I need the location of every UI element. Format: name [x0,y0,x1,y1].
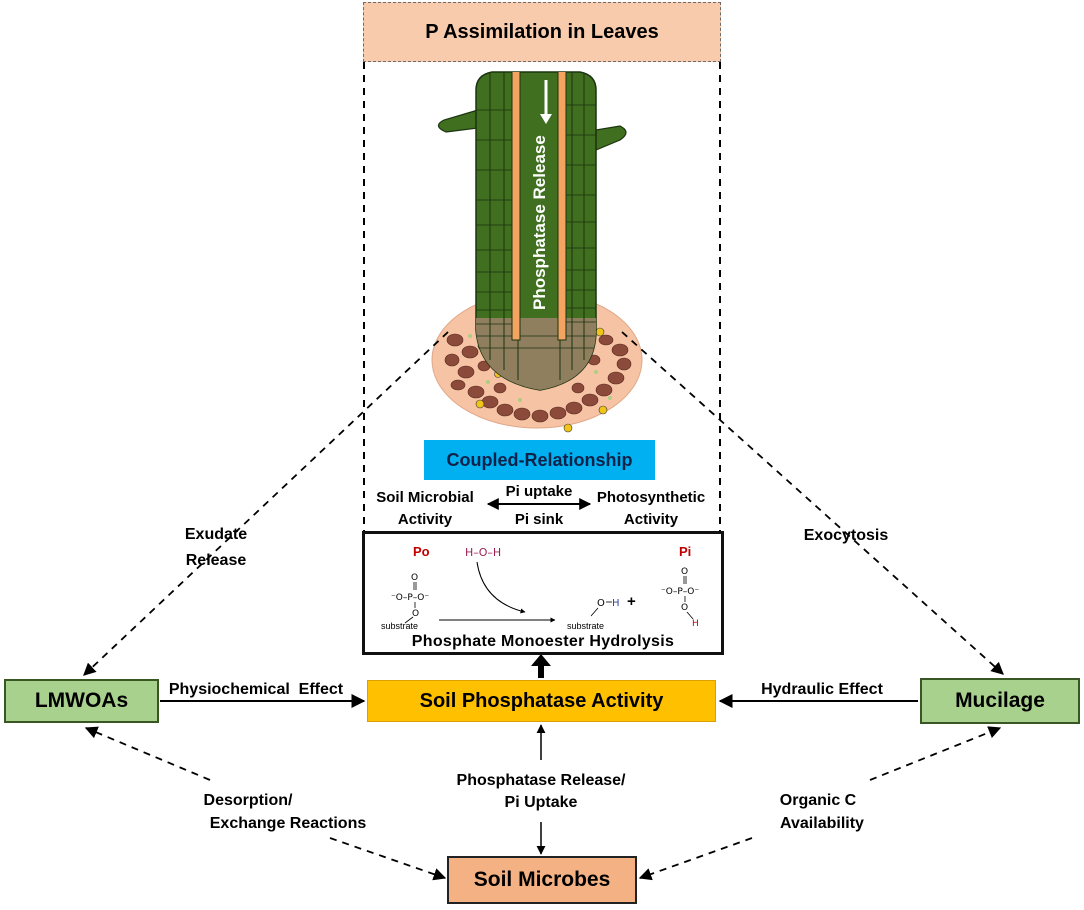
hydraulic-label: Hydraulic Effect [761,681,883,698]
exocytosis-label: Exocytosis [804,527,889,544]
svg-text:O: O [411,573,418,583]
product-alcohol: O H [590,598,620,617]
release-uptake-line2: Pi Uptake [505,794,578,811]
svg-text:O: O [681,567,688,577]
pi-label: Pi [679,544,691,559]
reaction-diagram: Po O ⁻O–P–O⁻ O substrate H–O–H O H subst… [381,544,699,650]
release-uptake-line1: Phosphatase Release/ [457,772,627,789]
edge-organic-lower [638,837,753,881]
svg-text:O: O [412,609,419,619]
edge-organic-upper [869,726,1002,781]
node-soil-phosphatase-activity: Soil Phosphatase Activity [367,680,716,722]
svg-text:H: H [692,619,699,629]
exudate-line2: Release [186,552,247,569]
svg-text:⁻O–P–O⁻: ⁻O–P–O⁻ [391,593,429,603]
svg-text:O: O [597,598,605,609]
coupled-left-line2: Activity [398,511,453,528]
coupled-relationship-label: Coupled-Relationship [424,440,655,480]
water-molecule: H–O–H [465,546,501,559]
svg-text:H: H [612,598,620,609]
reaction-caption: Phosphate Monoester Hydrolysis [412,633,674,650]
po-structure: O ⁻O–P–O⁻ O [391,573,429,624]
water-curve-arrow [476,561,526,614]
coupled-left-line1: Soil Microbial [376,489,474,506]
header-p-assimilation: P Assimilation in Leaves [363,2,721,62]
desorption-line2: Exchange Reactions [210,815,367,832]
exudate-line1: Exudate [185,526,247,543]
edge-exudate-release [83,331,449,676]
organic-line1: Organic C [780,792,857,809]
edge-desorption-lower [329,837,447,881]
root-illustration [437,71,627,391]
po-label: Po [413,544,430,559]
svg-text:⁻O–P–O⁻: ⁻O–P–O⁻ [661,587,699,597]
node-mucilage: Mucilage [920,678,1080,724]
svg-text:O: O [681,603,688,613]
physiochemical-label: Physiochemical Effect [169,681,344,698]
plus-sign: + [627,593,636,610]
coupled-right-line1: Photosynthetic [597,489,705,506]
pi-structure: O ⁻O–P–O⁻ O H [661,567,699,629]
node-lmwoas: LMWOAs [4,679,159,723]
reaction-box: Po O ⁻O–P–O⁻ O substrate H–O–H O H subst… [362,531,724,655]
desorption-line1: Desorption/ [204,792,293,809]
substrate-right: substrate [567,621,604,631]
substrate-left: substrate [381,621,418,631]
organic-line2: Availability [780,815,864,832]
pi-uptake-label: Pi uptake [506,483,573,500]
edge-desorption-upper [84,726,211,781]
node-soil-microbes: Soil Microbes [447,856,637,904]
root-phosphatase-release-label: Phosphatase Release [530,135,549,310]
pi-sink-label: Pi sink [515,511,564,528]
coupled-right-line2: Activity [624,511,679,528]
